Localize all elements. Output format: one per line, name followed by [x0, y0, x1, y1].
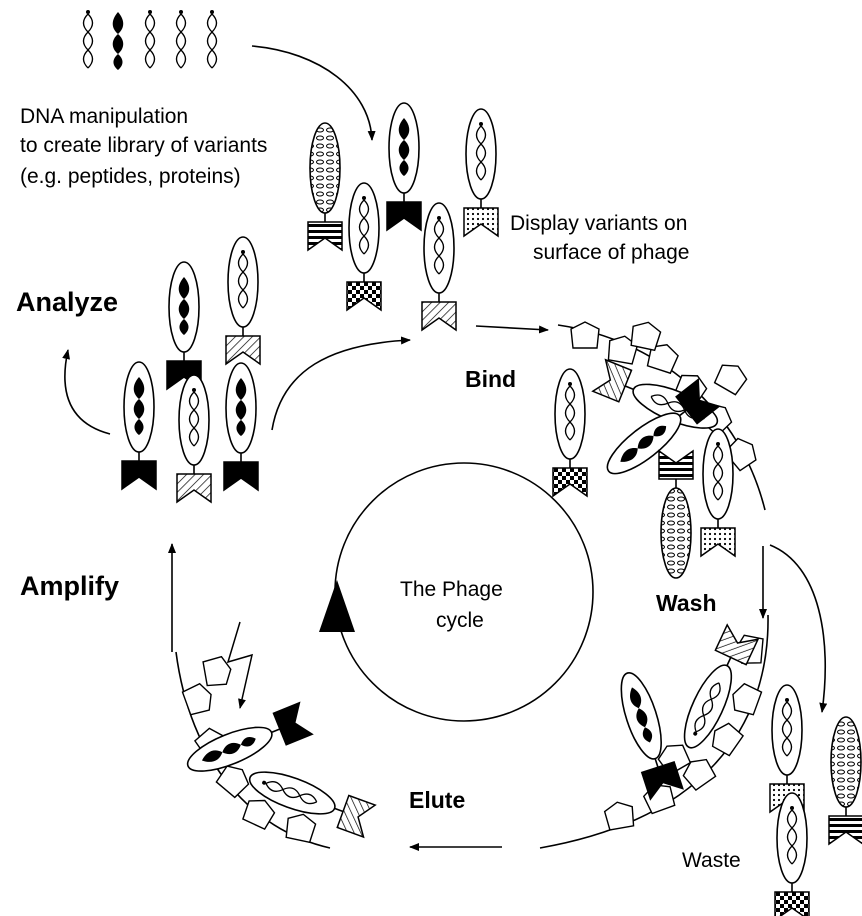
- phage-display-5: [421, 203, 457, 331]
- label-display-variants: Display variants on: [510, 212, 688, 235]
- label-center-line-2: cycle: [436, 609, 484, 632]
- cycle-direction-arrow-icon: [319, 580, 355, 632]
- display-phage-group: [307, 103, 499, 331]
- label-bind: Bind: [465, 366, 517, 392]
- label-elute: Elute: [409, 787, 466, 813]
- arrow-to-bind: [475, 325, 549, 334]
- phage-analyze-2: [225, 237, 261, 365]
- label-waste: Waste: [682, 849, 741, 872]
- dna-strand-1: [82, 9, 94, 69]
- dna-strand-4: [175, 9, 187, 69]
- label-surface-of-phage: surface of phage: [533, 241, 690, 264]
- free-phage-bind-2: [658, 450, 694, 579]
- label-dna-manipulation: DNA manipulation: [20, 105, 189, 128]
- arrow-to-waste: [769, 544, 828, 713]
- label-center-line-1: The Phage: [400, 578, 503, 601]
- elute-surface: [175, 651, 331, 849]
- waste-phage-3: [774, 793, 810, 916]
- arrow-to-analyze: [62, 349, 111, 435]
- phage-display-4: [346, 183, 382, 311]
- phage-display-2: [386, 103, 422, 231]
- waste-phage-2: [828, 716, 862, 845]
- free-phage-bind-1: [552, 369, 588, 497]
- waste-phage-group: [769, 685, 862, 916]
- dna-strand-3: [144, 9, 156, 69]
- phage-display-3: [463, 109, 499, 237]
- phage-display-1: [307, 122, 343, 251]
- waste-phage-1: [769, 685, 805, 813]
- dna-strand-5: [206, 9, 218, 69]
- label-analyze: Analyze: [16, 287, 119, 317]
- arrow-analyze-to-display: [271, 336, 411, 431]
- bound-phage-wash-2: [611, 668, 684, 800]
- label-examples: (e.g. peptides, proteins): [20, 165, 241, 188]
- arrow-dna-to-display: [251, 45, 376, 141]
- label-amplify: Amplify: [20, 571, 120, 601]
- phage-analyze-5: [223, 363, 259, 491]
- dna-strands-group: [82, 9, 218, 70]
- lightning-bolt-icon: [226, 621, 254, 709]
- free-phage-bind-3: [700, 429, 736, 557]
- dna-strand-2: [112, 12, 124, 70]
- phage-analyze-4: [176, 375, 212, 503]
- wash-surface: [539, 614, 769, 849]
- label-wash: Wash: [656, 590, 717, 616]
- phage-analyze-3: [121, 362, 157, 490]
- analyze-phage-group: [121, 237, 261, 503]
- label-create-library: to create library of variants: [20, 134, 268, 157]
- phage-analyze-1: [166, 262, 202, 390]
